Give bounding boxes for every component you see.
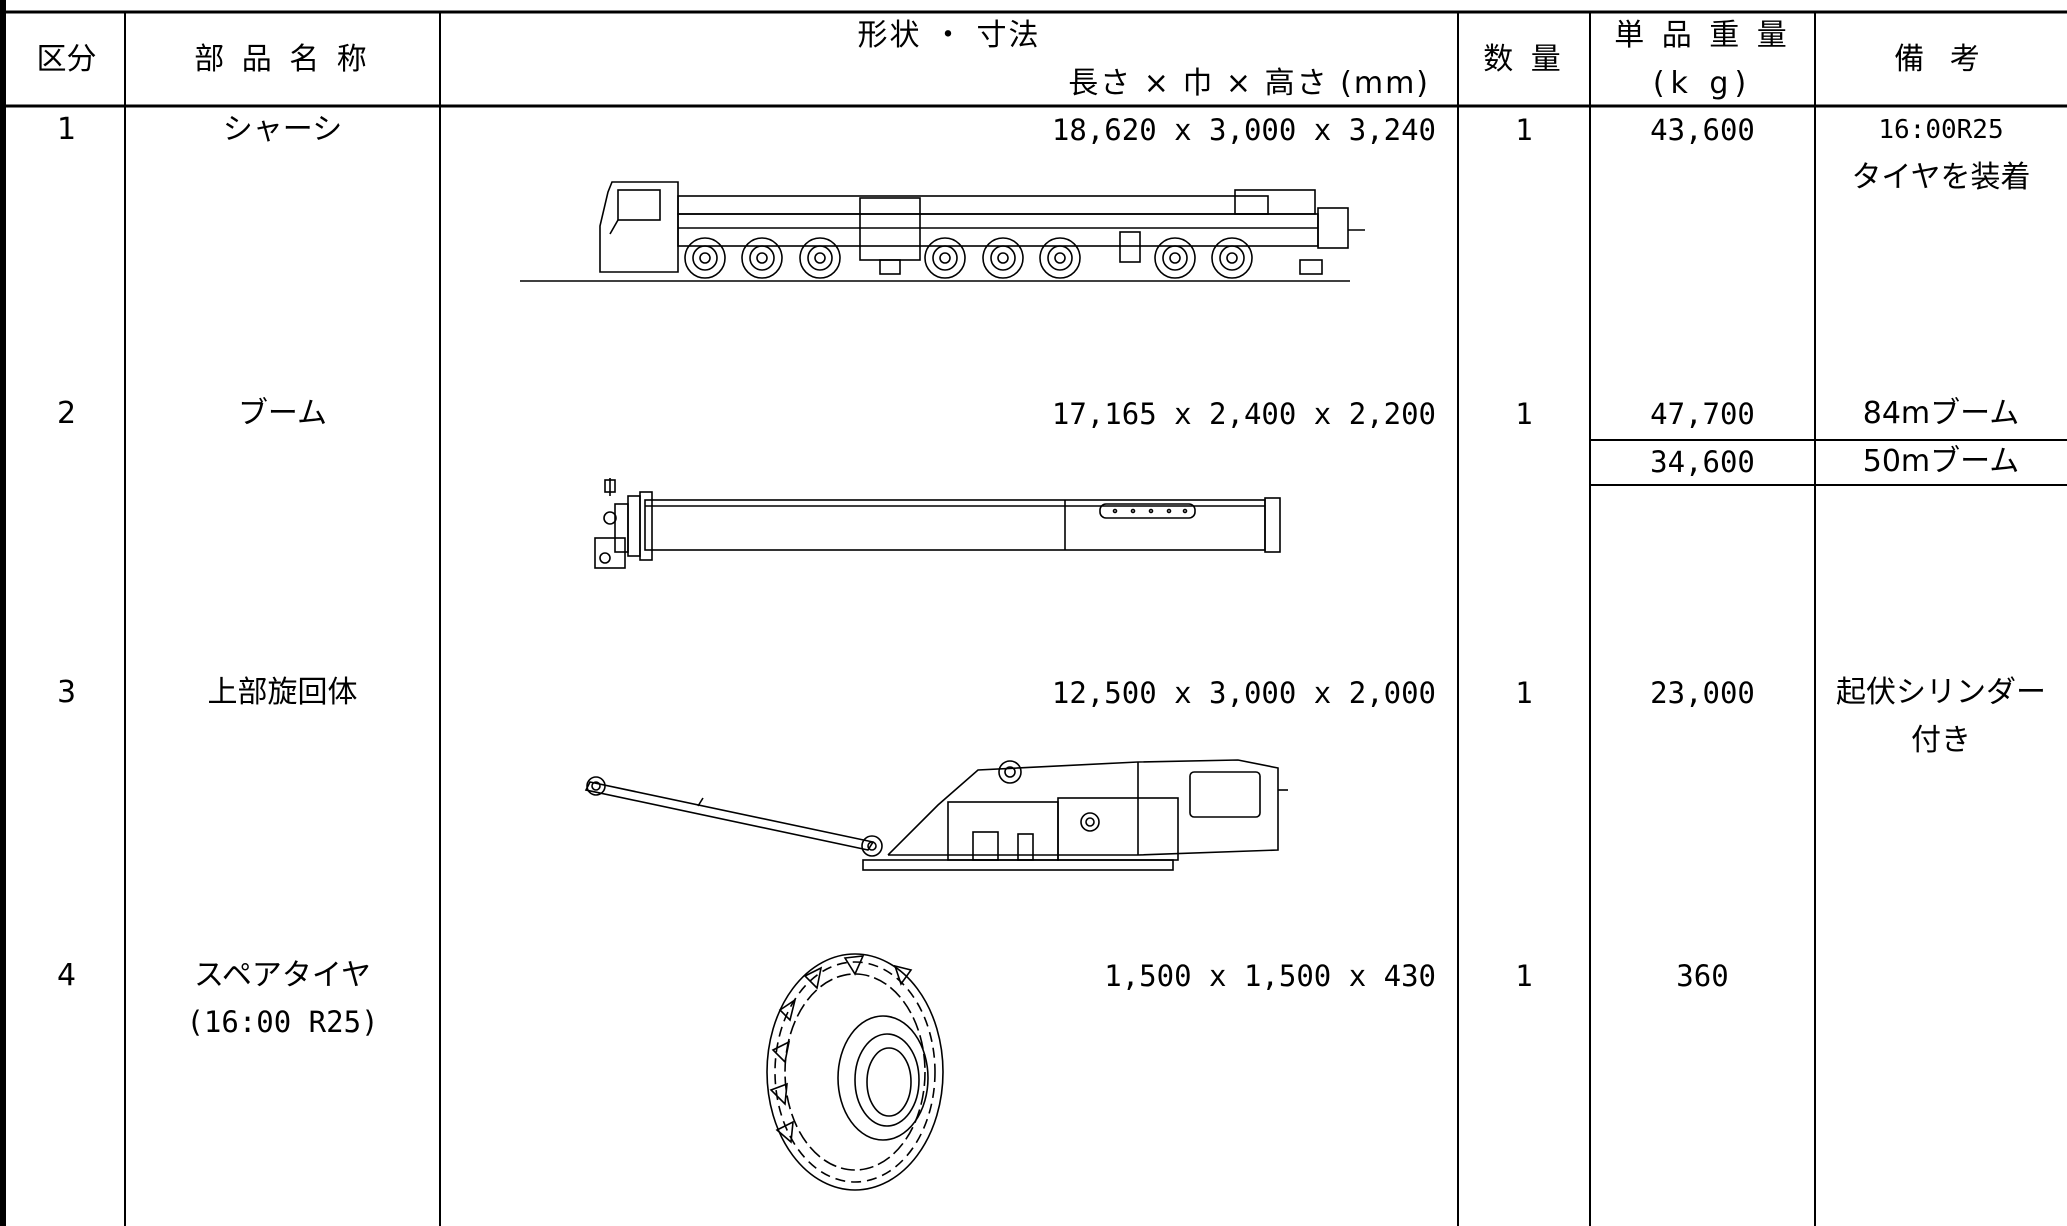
header-quantity: 数 量 bbox=[1483, 42, 1565, 77]
remark-line: 50mブーム bbox=[1862, 444, 2020, 479]
part-dimensions: 18,620 x 3,000 x 3,240 bbox=[1051, 113, 1436, 147]
part-name: シャーシ bbox=[222, 112, 343, 147]
header-remarks: 備 考 bbox=[1894, 42, 1988, 77]
part-quantity: 1 bbox=[1515, 676, 1533, 710]
header-shape-title: 形状 ・ 寸法 bbox=[857, 18, 1041, 53]
spare-tire-drawing-icon bbox=[766, 953, 944, 1191]
header-kubun: 区分 bbox=[36, 42, 97, 77]
row-number: 3 bbox=[56, 675, 77, 710]
part-name: スペアタイヤ bbox=[194, 958, 371, 993]
remark-line: 起伏シリンダー bbox=[1836, 675, 2046, 710]
part-dimensions: 12,500 x 3,000 x 2,000 bbox=[1051, 676, 1436, 710]
remark-line: タイヤを装着 bbox=[1851, 160, 2031, 195]
header-part-name: 部 品 名 称 bbox=[194, 42, 371, 77]
row-number: 4 bbox=[56, 958, 77, 993]
part-weight: 23,000 bbox=[1650, 676, 1755, 710]
part-quantity: 1 bbox=[1515, 959, 1533, 993]
part-dimensions: 17,165 x 2,400 x 2,200 bbox=[1051, 397, 1436, 431]
part-weight: 47,700 bbox=[1650, 397, 1755, 431]
superstructure-drawing-icon bbox=[584, 759, 1288, 871]
part-name: 上部旋回体 bbox=[207, 675, 358, 710]
part-weight: 43,600 bbox=[1650, 113, 1755, 147]
part-name: ブーム bbox=[237, 396, 328, 431]
remark-line: 16:00R25 bbox=[1878, 115, 2004, 145]
part-quantity: 1 bbox=[1515, 113, 1533, 147]
part-weight: 360 bbox=[1676, 959, 1729, 993]
boom-drawing-icon bbox=[594, 478, 1281, 569]
header-unit-weight: 単 品 重 量 bbox=[1614, 18, 1791, 53]
part-weight-alt: 34,600 bbox=[1650, 445, 1755, 479]
part-dimensions: 1,500 x 1,500 x 430 bbox=[1104, 959, 1436, 993]
row-number: 2 bbox=[56, 396, 77, 431]
remark-line: 付き bbox=[1911, 723, 1971, 758]
part-name-sub: (16:00 R25) bbox=[186, 1005, 379, 1039]
crane-chassis-drawing-icon bbox=[520, 181, 1365, 282]
part-quantity: 1 bbox=[1515, 397, 1533, 431]
remark-line: 84mブーム bbox=[1862, 396, 2020, 431]
header-shape-subtitle: 長さ × 巾 × 高さ (mm) bbox=[1068, 66, 1430, 101]
header-weight-unit: (k g) bbox=[1652, 66, 1753, 101]
row-number: 1 bbox=[56, 112, 77, 147]
